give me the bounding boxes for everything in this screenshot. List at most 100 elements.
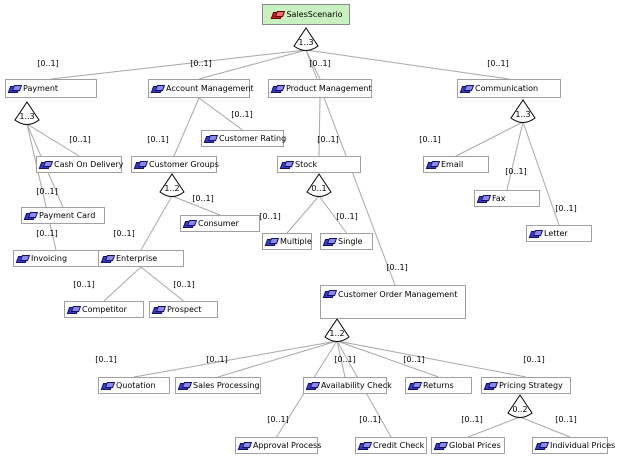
feature-node-customer-groups[interactable]: Customer Groups (131, 156, 219, 173)
feature-label: Competitor (82, 305, 127, 314)
group-triangle-customer-order-management (324, 318, 350, 342)
cardinality-customer-order-management: [0..1] (386, 263, 408, 272)
feature-label: Enterprise (116, 254, 158, 263)
feature-node-customer-order-management[interactable]: Customer Order Management (320, 285, 466, 319)
feature-node-prospect[interactable]: Prospect (149, 301, 218, 318)
group-triangle-payment (14, 101, 40, 125)
feature-node-quotation[interactable]: Quotation (98, 377, 170, 394)
cardinality-fax: [0..1] (505, 167, 527, 176)
group-label-customer-order-management: 1..2 (329, 329, 344, 338)
feature-icon (409, 382, 420, 389)
feature-label: Cash On Delivery (54, 160, 124, 169)
feature-node-sales-processing[interactable]: Sales Processing (175, 377, 261, 394)
cardinality-single: [0..1] (336, 212, 358, 221)
feature-icon (324, 290, 335, 297)
feature-icon (25, 212, 36, 219)
feature-node-competitor[interactable]: Competitor (64, 301, 144, 318)
feature-node-root[interactable]: SalesScenario (262, 4, 350, 25)
feature-icon (40, 161, 51, 168)
feature-node-credit-check[interactable]: Credit Check (355, 437, 427, 454)
feature-node-stock[interactable]: Stock (277, 156, 361, 173)
feature-node-individual-prices[interactable]: Individual Prices (532, 437, 615, 454)
feature-node-fax[interactable]: Fax (474, 190, 540, 207)
feature-icon (153, 306, 164, 313)
feature-icon (135, 161, 146, 168)
cardinality-layer: [0..1] [0..1] [0..1] [0..1] [0..1] [0..1] [0..… (36, 59, 577, 424)
feature-icon (536, 442, 547, 449)
edge-customer-order-management-to-quotation (133, 340, 338, 378)
feature-icon (307, 382, 318, 389)
feature-icon (239, 442, 250, 449)
feature-node-payment[interactable]: Payment (5, 79, 97, 98)
feature-label: Single (338, 237, 363, 246)
edge-customer-order-management-to-pricing-strategy (336, 340, 527, 378)
feature-label: Invoicing (31, 254, 68, 263)
edge-customer-order-management-to-availability-check (336, 340, 346, 378)
feature-node-cash-on-delivery[interactable]: Cash On Delivery (36, 156, 124, 173)
edge-enterprise-to-competitor (103, 266, 142, 302)
cardinality-account-management: [0..1] (190, 59, 212, 68)
feature-label: Approval Process (253, 441, 322, 450)
feature-label: Prospect (167, 305, 202, 314)
feature-node-single[interactable]: Single (320, 233, 373, 250)
group-triangle-communication (510, 99, 536, 123)
feature-label: Customer Order Management (338, 290, 458, 299)
feature-label: Returns (423, 381, 454, 390)
edge-pricing-strategy-to-individual-prices (519, 416, 571, 438)
feature-node-availability-check[interactable]: Availability Check (303, 377, 392, 394)
cardinality-credit-check: [0..1] (359, 415, 381, 424)
cardinality-customer-rating: [0..1] (231, 110, 253, 119)
cardinality-enterprise: [0..1] (113, 229, 135, 238)
cardinality-competitor: [0..1] (73, 280, 95, 289)
feature-label: SalesScenario (286, 10, 343, 19)
feature-node-product-management[interactable]: Product Management (268, 79, 372, 98)
cardinality-communication: [0..1] (487, 59, 509, 68)
feature-label: Fax (492, 194, 506, 203)
group-label-stock: 0..1 (311, 184, 326, 193)
feature-icon (359, 442, 370, 449)
feature-label: Product Management (286, 84, 372, 93)
cardinality-prospect: [0..1] (173, 280, 195, 289)
feature-node-customer-rating[interactable]: Customer Rating (201, 130, 287, 147)
cardinality-payment: [0..1] (37, 59, 59, 68)
feature-icon (435, 442, 446, 449)
feature-node-enterprise[interactable]: Enterprise (98, 250, 184, 267)
feature-node-approval-process[interactable]: Approval Process (235, 437, 322, 454)
feature-node-pricing-strategy[interactable]: Pricing Strategy (481, 377, 571, 394)
feature-icon (272, 85, 283, 92)
group-label-payment: 1..3 (19, 112, 34, 121)
cardinality-consumer: [0..1] (192, 194, 214, 203)
edge-payment-to-cash-on-delivery (26, 123, 80, 157)
group-triangle-pricing-strategy (507, 394, 533, 418)
feature-icon (485, 382, 496, 389)
feature-label: Pricing Strategy (499, 381, 563, 390)
feature-icon (179, 382, 190, 389)
red-feature-icon (272, 11, 283, 18)
edge-communication-to-fax (506, 121, 524, 191)
cardinality-returns: [0..1] (403, 355, 425, 364)
edge-product-management-to-stock (318, 97, 321, 157)
feature-node-email[interactable]: Email (423, 156, 489, 173)
feature-icon (102, 382, 113, 389)
edge-root-to-communication (305, 49, 510, 80)
edge-payment-to-invoicing (26, 123, 57, 251)
edge-enterprise-to-prospect (140, 266, 184, 302)
group-label-pricing-strategy: 0..2 (512, 405, 527, 414)
feature-node-multiple[interactable]: Multiple (262, 233, 312, 250)
feature-label: Payment (23, 84, 59, 93)
feature-node-payment-card[interactable]: Payment Card (21, 207, 105, 224)
feature-node-account-management[interactable]: Account Management (148, 79, 254, 98)
feature-label: Global Prices (449, 441, 501, 450)
feature-node-invoicing[interactable]: Invoicing (13, 250, 99, 267)
feature-node-communication[interactable]: Communication (457, 79, 561, 98)
feature-label: Customer Rating (219, 134, 287, 143)
edge-root-to-account-management (198, 49, 307, 80)
feature-node-consumer[interactable]: Consumer (180, 215, 260, 232)
feature-node-returns[interactable]: Returns (405, 377, 472, 394)
cardinality-pricing-strategy: [0..1] (523, 355, 545, 364)
edge-customer-groups-to-consumer (171, 195, 221, 216)
feature-node-global-prices[interactable]: Global Prices (431, 437, 505, 454)
feature-node-letter[interactable]: Letter (526, 225, 592, 242)
